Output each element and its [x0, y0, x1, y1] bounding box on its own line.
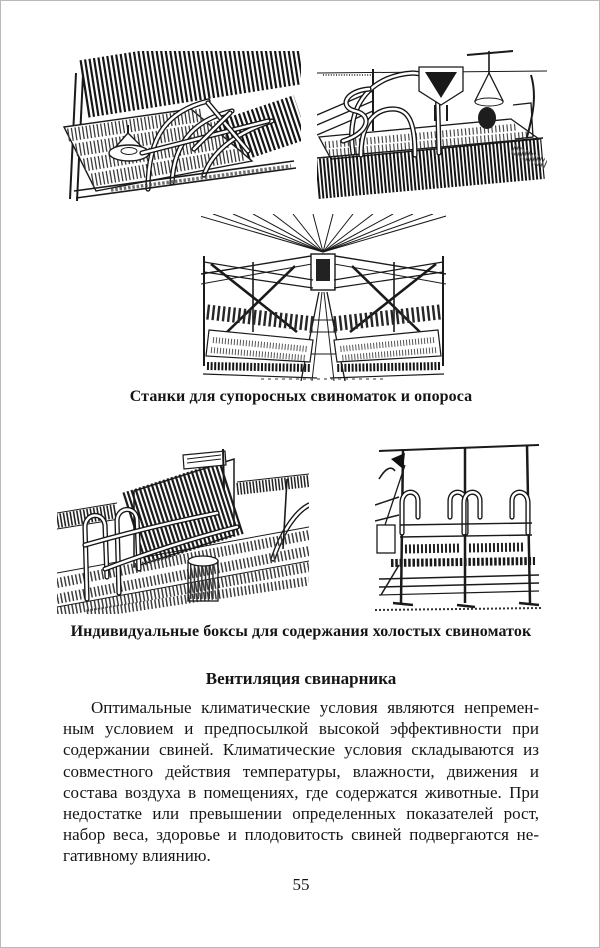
figure-farrowing-stall-isometric [56, 51, 301, 206]
figure-farrowing-house-aisle [201, 214, 446, 381]
ceiling-rays [201, 214, 446, 253]
body-paragraph: Оптимальные климатические условия являют… [63, 697, 539, 867]
paragraph-line: гативному влиянию. [63, 846, 211, 866]
figure-individual-boxes-front [375, 425, 543, 611]
paragraph-line: ным условием и предпосылкой высокой эффе… [63, 719, 539, 739]
farrowing-pen-drawing [317, 50, 547, 199]
pen-row-left [202, 256, 318, 379]
individual-box-drawing [57, 449, 309, 614]
paragraph-line: Оптимальные климатические условия являют… [91, 698, 539, 717]
paragraph-line: набор веса, здоровье и плодовитость свин… [63, 825, 539, 845]
paragraph-line: содержании свиней. Климатические условия… [63, 740, 539, 760]
figure-farrowing-pen-heat-lamp [317, 45, 547, 201]
paragraph-line: недостатке или превышении определенных п… [63, 804, 539, 824]
page-number: 55 [292, 875, 310, 894]
sign-plate [182, 450, 227, 470]
figure-caption-stalls: Станки для супоросных свиноматок и опоро… [129, 388, 473, 405]
aisle-drawing [201, 214, 446, 381]
piglet-silhouette [478, 107, 496, 129]
figure-individual-box-isometric [57, 449, 309, 614]
front-hatch [317, 139, 545, 199]
paragraph-line: состава воздуха в помещениях, где содерж… [63, 782, 539, 802]
paragraph-line: совместного действия температуры, влажно… [63, 761, 539, 781]
box-wall-hatch [122, 460, 246, 566]
corner-bracket [391, 453, 405, 469]
figure-caption-boxes: Индивидуальные боксы для содержания холо… [70, 623, 532, 640]
pen-row-right [329, 256, 445, 379]
farrowing-stall-drawing [62, 51, 301, 202]
wall-hatch [79, 51, 301, 118]
individual-boxes-drawing [375, 444, 543, 611]
heat-lamp [473, 71, 505, 102]
section-heading: Вентиляция свинарника [205, 669, 397, 688]
